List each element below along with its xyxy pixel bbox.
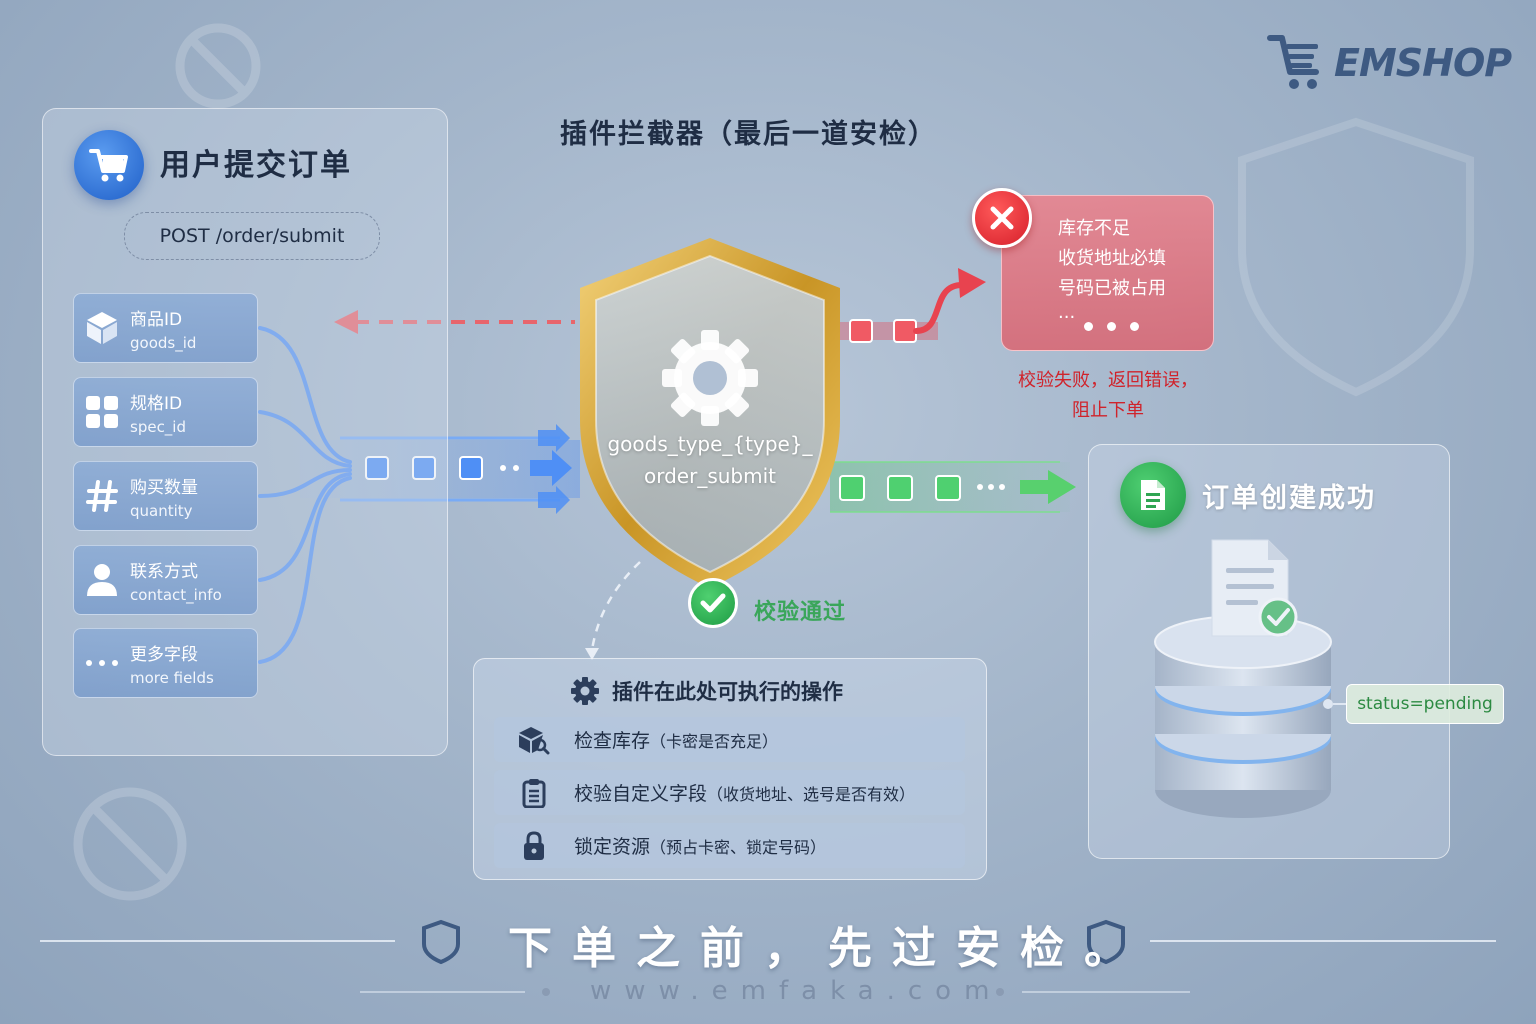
endpoint-label: POST /order/submit: [124, 212, 380, 260]
failure-note-line2: 阻止下单: [1072, 400, 1144, 421]
field-quantity: 购买数量 quantity: [73, 461, 258, 531]
error-line: 库存不足: [1058, 218, 1130, 239]
operation-lock-resources: 锁定资源（预占卡密、锁定号码）: [494, 823, 965, 868]
field-goods-id: 商品ID goods_id: [73, 293, 258, 363]
operation-main: 检查库存: [574, 730, 651, 752]
reject-flow: [838, 268, 986, 343]
footer-website: www.emfaka.com: [590, 976, 1003, 1006]
footer-dots: [542, 988, 1004, 996]
operation-main: 校验自定义字段: [574, 783, 708, 805]
input-data-packets: [365, 456, 483, 480]
operation-validate-fields: 校验自定义字段（收货地址、选号是否有效）: [494, 770, 965, 815]
field-label-en: spec_id: [130, 417, 187, 436]
footer-shield-icon: [422, 919, 1125, 965]
brand-name: EMSHOP: [1334, 41, 1512, 85]
order-document-icon: [1211, 539, 1298, 637]
ops-connector: [585, 561, 641, 660]
shopping-cart-icon: [74, 130, 144, 200]
field-label-zh: 联系方式: [130, 561, 198, 582]
operation-sub: （预占卡密、锁定号码）: [650, 837, 827, 857]
bg-prohibit-icon: [73, 23, 261, 901]
error-line: 收货地址必填: [1058, 248, 1166, 269]
operation-sub: （卡密是否充足）: [650, 731, 779, 751]
grid-icon: [74, 395, 130, 429]
error-message-box: 库存不足 收货地址必填 号码已被占用 ...: [1001, 195, 1214, 351]
gear-icon: [662, 330, 758, 426]
gear-icon: [571, 677, 599, 705]
more-icon: [74, 658, 130, 668]
inventory-search-icon: [494, 725, 574, 755]
failure-note-line1: 校验失败，返回错误，: [1018, 370, 1198, 391]
clipboard-icon: [494, 778, 574, 808]
interceptor-title: 插件拦截器（最后一道安检）: [560, 119, 937, 150]
field-label-en: goods_id: [130, 333, 197, 352]
input-ellipsis-dots: [500, 465, 519, 471]
field-spec-id: 规格ID spec_id: [73, 377, 258, 447]
field-contact-info: 联系方式 contact_info: [73, 545, 258, 615]
hook-name-line1: goods_type_{type}_: [607, 432, 813, 456]
error-line: 号码已被占用: [1058, 278, 1166, 299]
status-connector: [1323, 699, 1346, 709]
submit-order-title: 用户提交订单: [160, 148, 352, 183]
field-label-zh: 商品ID: [130, 309, 183, 330]
hook-name-label: goods_type_{type}_ order_submit: [592, 428, 828, 492]
bg-shield-icon: [1238, 117, 1474, 397]
success-flow: [830, 461, 1076, 513]
cube-icon: [74, 310, 130, 346]
error-line: ...: [1058, 302, 1076, 323]
input-arrows: [530, 424, 572, 514]
brand-logo: EMSHOP: [1266, 28, 1516, 98]
order-created-title: 订单创建成功: [1202, 483, 1376, 514]
operations-title-text: 插件在此处可执行的操作: [612, 680, 843, 704]
operation-main: 锁定资源: [574, 836, 651, 858]
field-more: 更多字段 more fields: [73, 628, 258, 698]
status-badge: status=pending: [1346, 684, 1504, 724]
user-icon: [74, 562, 130, 598]
error-ellipsis-dots: [1084, 322, 1139, 331]
failure-note: 校验失败，返回错误， 阻止下单: [1000, 366, 1216, 426]
hash-icon: [74, 479, 130, 513]
field-label-en: contact_info: [130, 585, 222, 604]
operation-check-inventory: 检查库存（卡密是否充足）: [494, 717, 965, 762]
field-label-zh: 购买数量: [130, 477, 198, 498]
pass-check-icon: [688, 578, 738, 628]
hook-name-line2: order_submit: [643, 464, 776, 488]
field-label-zh: 规格ID: [130, 393, 183, 414]
error-return-arrow: [334, 310, 575, 334]
footer-divider: [40, 940, 1496, 993]
field-label-en: more fields: [130, 668, 214, 687]
input-flow-streaks: [340, 436, 560, 502]
field-label-zh: 更多字段: [130, 644, 198, 665]
lock-icon: [494, 830, 574, 861]
field-label-en: quantity: [130, 501, 193, 520]
operation-sub: （收货地址、选号是否有效）: [707, 784, 916, 804]
operations-title: 插件在此处可执行的操作: [570, 676, 843, 706]
document-icon: [1120, 462, 1186, 528]
pass-label: 校验通过: [754, 600, 847, 625]
cart-logo-icon: [1267, 35, 1319, 89]
error-close-icon: [972, 188, 1032, 248]
footer-slogan: 下单之前，先过安检。: [508, 923, 1148, 974]
